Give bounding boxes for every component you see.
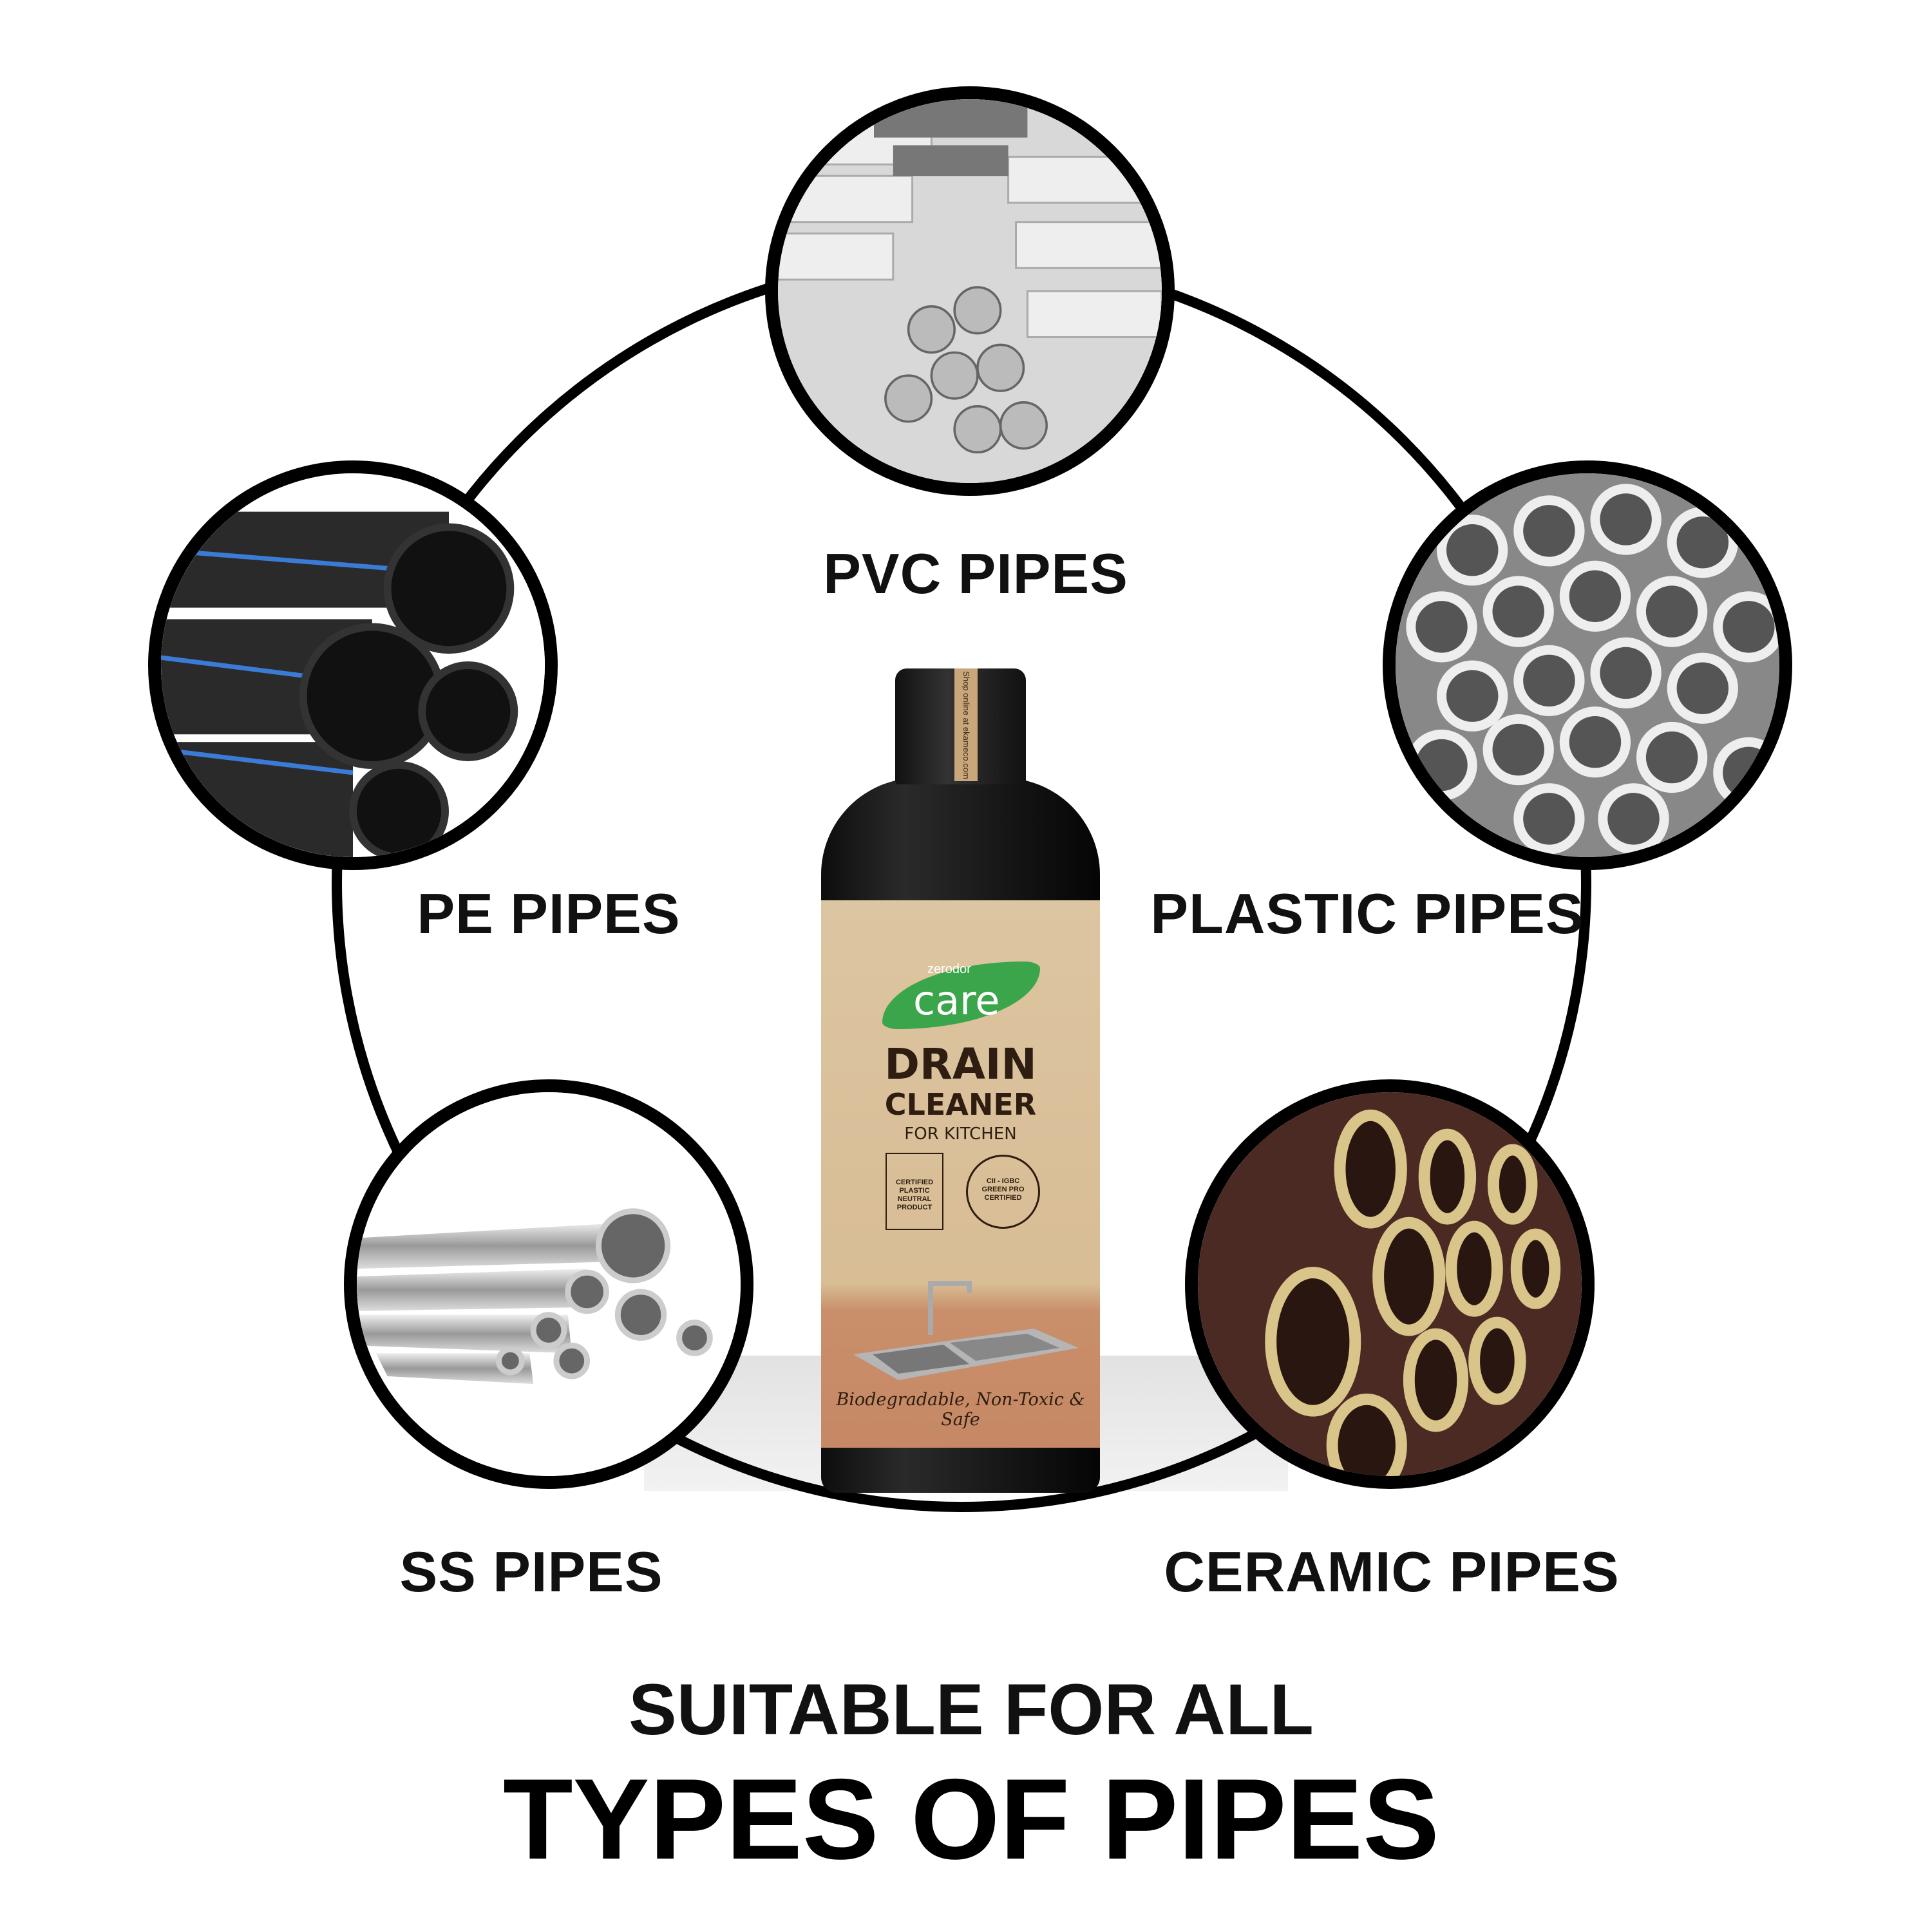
product-name-2: CLEANER [884, 1087, 1037, 1122]
cap-seal: Shop online at ekameco.com [954, 668, 978, 781]
pipe-label-ceramic: CERAMIC PIPES [1164, 1540, 1620, 1604]
product-name-1: DRAIN [884, 1039, 1037, 1089]
brand-logo: zerodor care [882, 961, 1040, 1029]
headline-line-2: TYPES OF PIPES [502, 1755, 1440, 1883]
pipe-label-pe: PE PIPES [417, 882, 681, 945]
bottle-cap: Shop online at ekameco.com [895, 668, 1026, 784]
seal-text: Shop online at ekameco.com [961, 670, 971, 779]
plastic-neutral-badge: CERTIFIED PLASTIC NEUTRAL PRODUCT [886, 1153, 943, 1230]
headline-line-1: SUITABLE FOR ALL [629, 1669, 1314, 1750]
brand-small: zerodor [927, 962, 971, 976]
pipe-label-plastic: PLASTIC PIPES [1150, 882, 1584, 945]
pipe-label-pvc: PVC PIPES [823, 542, 1128, 605]
product-tagline: Biodegradable, Non-Toxic & Safe [836, 1390, 1085, 1430]
pe-pipes-photo [148, 460, 558, 870]
green-pro-badge: CII - IGBC GREEN PRO CERTIFIED [966, 1155, 1040, 1229]
ceramic-pipes-photo [1185, 1079, 1595, 1489]
plastic-pipes-photo [1383, 460, 1792, 870]
bottle-label: zerodor care DRAIN CLEANER FOR KITCHEN C… [821, 900, 1100, 1448]
ss-pipes-photo [344, 1079, 753, 1489]
product-bottle: Shop online at ekameco.com zerodor care … [821, 668, 1100, 1493]
pvc-pipes-photo [765, 86, 1175, 496]
product-name-3: FOR KITCHEN [904, 1124, 1017, 1144]
pipe-label-ss: SS PIPES [399, 1540, 663, 1604]
brand-big: care [913, 977, 1000, 1024]
sink-image [853, 1281, 1079, 1380]
